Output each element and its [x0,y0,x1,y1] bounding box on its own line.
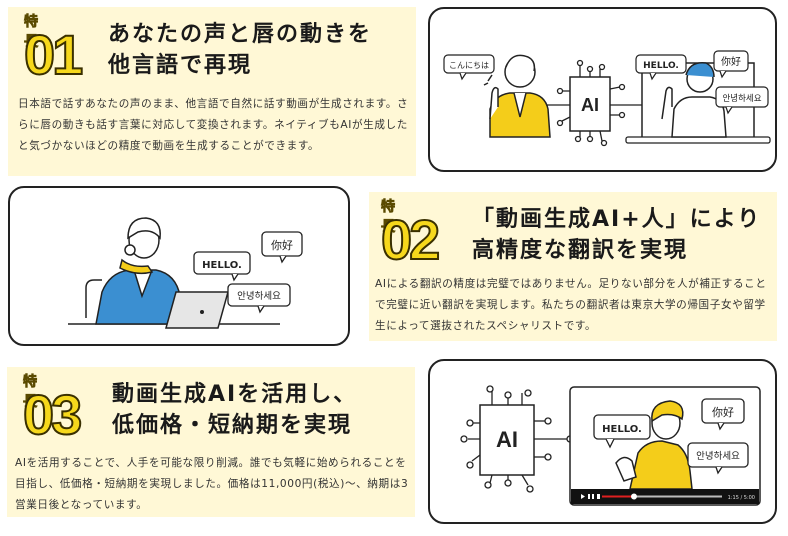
feature-01-title: あなたの声と唇の動きを 他言語で再現 [108,22,373,78]
ai-video-illustration-icon: AI HELLO. 你好 안녕하세요 1:15 / 5:00 [460,385,761,506]
badge-number: 03 [22,383,83,446]
feature-02-title: 「動画生成AI+人」により 高精度な翻訳を実現 [472,207,762,263]
feature-01-panel: 特長 01 あなたの声と唇の動きを 他言語で再現 日本語で話すあなたの声のまま、… [8,7,416,176]
feature-03-panel: 特長 03 動画生成AIを活用し、 低価格・短納期を実現 AIを活用することで、… [7,367,415,517]
svg-text:你好: 你好 [721,55,741,68]
feature-03-illustration: AI HELLO. 你好 안녕하세요 1:15 / 5:00 [428,359,777,524]
svg-text:HELLO.: HELLO. [202,260,242,271]
badge-number: 02 [380,208,441,271]
office-translation-illustration-icon: HELLO. 你好 안녕하세요 [68,217,303,329]
feature-02-illustration: HELLO. 你好 안녕하세요 [8,186,350,346]
svg-text:1:15 / 5:00: 1:15 / 5:00 [728,495,755,501]
feature-01-illustration: こんにちは AI HELLO. [428,7,777,172]
badge-label: 特長 [23,374,38,411]
badge-number: 01 [23,23,84,86]
svg-text:안녕하세요: 안녕하세요 [722,93,761,104]
badge-label: 特長 [24,14,39,51]
badge-label: 特長 [381,199,396,236]
feature-02-panel: 特長 02 「動画生成AI+人」により 高精度な翻訳を実現 AIによる翻訳の精度… [369,192,777,341]
svg-text:你好: 你好 [712,405,734,419]
svg-text:안녕하세요: 안녕하세요 [237,290,281,302]
translation-illustration-icon: こんにちは AI HELLO. [443,50,771,147]
svg-text:こんにちは: こんにちは [449,61,489,70]
feature-01-description: 日本語で話すあなたの声のまま、他言語で自然に話す動画が生成されます。さらに唇の動… [18,98,409,152]
feature-03-description: AIを活用することで、人手を可能な限り削減。誰でも気軽に始められることを目指し、… [15,457,409,511]
svg-text:你好: 你好 [271,238,293,252]
svg-text:HELLO.: HELLO. [643,61,679,71]
svg-text:AI: AI [581,95,599,115]
svg-text:안녕하세요: 안녕하세요 [696,450,740,462]
svg-text:HELLO.: HELLO. [602,424,642,435]
svg-text:AI: AI [496,427,518,452]
feature-02-description: AIによる翻訳の精度は完璧ではありません。足りない部分を人が補正することで完璧に… [375,278,767,332]
play-icon [581,494,585,499]
feature-03-title: 動画生成AIを活用し、 低価格・短納期を実現 [112,382,358,438]
